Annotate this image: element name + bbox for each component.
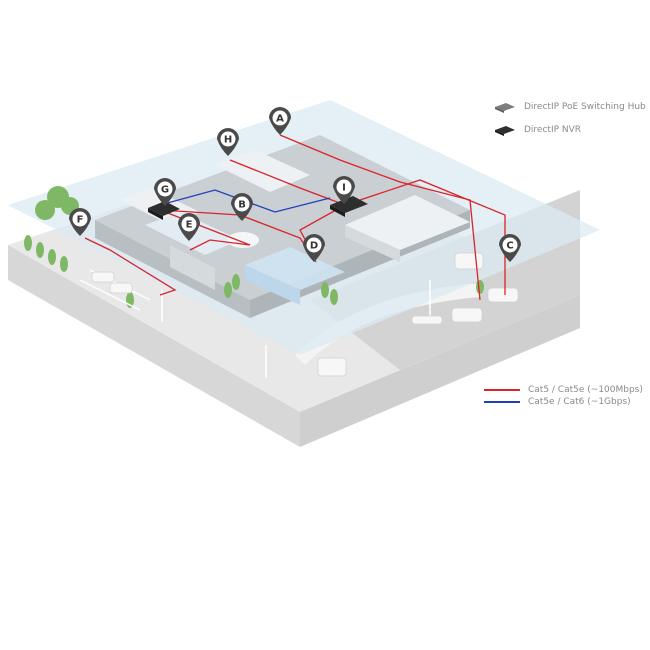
legend-label-cat5: Cat5 / Cat5e (~100Mbps) [528, 385, 643, 395]
marker-label: F [77, 215, 84, 226]
marker-c: C [499, 234, 521, 262]
marker-face [306, 237, 322, 253]
marker-face [502, 237, 518, 253]
legend-label-switching-hub: DirectIP PoE Switching Hub [524, 102, 646, 112]
marker-label: C [506, 241, 513, 252]
marker-face [157, 181, 173, 197]
legend-item-cat6: Cat5e / Cat6 (~1Gbps) [484, 395, 631, 409]
camera-markers: A B C D E F G H I [69, 107, 521, 262]
marker-face [220, 131, 236, 147]
marker-label: E [186, 220, 193, 231]
marker-i: I [333, 176, 355, 204]
marker-b: B [231, 193, 253, 221]
marker-label: D [310, 241, 318, 252]
marker-face [272, 110, 288, 126]
legend-item-cat5: Cat5 / Cat5e (~100Mbps) [484, 383, 643, 397]
marker-a: A [269, 107, 291, 135]
marker-label: A [276, 114, 284, 125]
marker-label: I [342, 183, 346, 194]
marker-e: E [178, 213, 200, 241]
trees [24, 186, 484, 308]
legend-label-nvr: DirectIP NVR [524, 125, 582, 135]
marker-label: G [161, 185, 169, 196]
switching-hub-icon [495, 103, 515, 113]
legend-item-nvr: DirectIP NVR [494, 123, 581, 137]
marker-label: H [224, 135, 232, 146]
marker-face [234, 196, 250, 212]
nvr-device [148, 201, 180, 220]
marker-label: B [238, 200, 246, 211]
switching-hub-device [330, 196, 368, 217]
cat6-line-swatch [484, 401, 520, 403]
legend-item-switching-hub: DirectIP PoE Switching Hub [494, 100, 646, 114]
marker-face [336, 179, 352, 195]
marker-h: H [217, 128, 239, 156]
legend-label-cat6: Cat5e / Cat6 (~1Gbps) [528, 397, 631, 407]
nvr-icon [495, 126, 515, 136]
marker-f: F [69, 208, 91, 236]
marker-d: D [303, 234, 325, 262]
cat5-line-swatch [484, 389, 520, 391]
marker-g: G [154, 178, 176, 206]
marker-face [72, 211, 88, 227]
marker-face [181, 216, 197, 232]
